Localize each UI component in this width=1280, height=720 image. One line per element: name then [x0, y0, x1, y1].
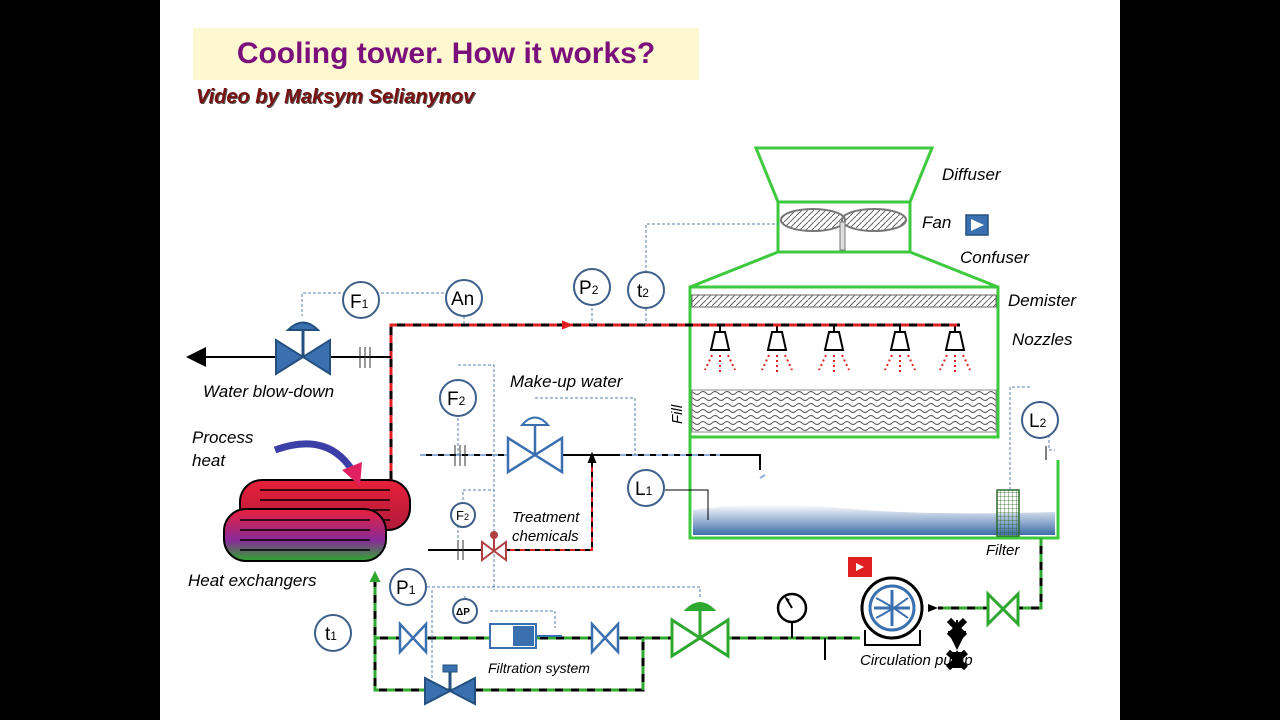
- label-diffuser: Diffuser: [942, 165, 1002, 184]
- drain-valve-2: [946, 617, 968, 639]
- slide: Cooling tower. How it works? Video by Ma…: [160, 0, 1120, 720]
- filter: [996, 489, 1020, 537]
- svg-text:t2: t2: [637, 281, 649, 302]
- page-title: Cooling tower. How it works?: [236, 37, 656, 70]
- confuser: [689, 250, 999, 289]
- pressure-gauge-icon: [776, 592, 808, 638]
- flowmeter-f1: [359, 347, 371, 368]
- instrument-t2: t2: [627, 271, 665, 309]
- cooling-tower-diagram: F1 An P2 t2 F2 F2 L1 L2: [186, 146, 1077, 706]
- svg-text:t1: t1: [325, 624, 337, 645]
- instrument-f1: F1: [342, 281, 380, 319]
- instrument-l2: L2: [1021, 401, 1059, 439]
- label-circulation-pump: Circulation pump: [860, 652, 973, 669]
- signal-lines: [301, 223, 1055, 680]
- cooling-tower: [688, 146, 1060, 540]
- basin-water: [693, 504, 1055, 535]
- circulation-pump-icon: [860, 576, 924, 646]
- label-demister: Demister: [1008, 291, 1077, 310]
- label-nozzles: Nozzles: [1012, 330, 1073, 349]
- fan-icon: [780, 208, 907, 251]
- instrument-t1: t1: [314, 614, 352, 652]
- demister: [691, 294, 997, 308]
- play-icon[interactable]: [965, 214, 989, 236]
- instrument-f2-makeup: F2: [439, 379, 477, 417]
- filtration-unit: [489, 623, 562, 649]
- label-chemicals: chemicals: [512, 528, 579, 545]
- instrument-l1: L1: [627, 469, 665, 507]
- svg-text:F1: F1: [350, 292, 369, 313]
- svg-text:F2: F2: [447, 389, 466, 410]
- label-heat: heat: [192, 451, 226, 470]
- svg-text:ΔP: ΔP: [456, 607, 470, 618]
- svg-text:L1: L1: [635, 479, 653, 500]
- treatment-valve: [481, 531, 507, 562]
- label-fan: Fan: [922, 213, 951, 232]
- fan-housing: [776, 200, 912, 254]
- instrument-f2-treatment: F2: [450, 502, 476, 528]
- label-confuser: Confuser: [960, 248, 1030, 267]
- label-filtration-system: Filtration system: [488, 660, 590, 676]
- label-process: Process: [192, 428, 254, 447]
- valve-pump-suction: [986, 590, 1020, 628]
- valve-filtration-out: [590, 620, 620, 656]
- nozzles: [704, 326, 971, 372]
- flowmeter-f2: [454, 445, 466, 466]
- subtitle: Video by Maksym Selianynov: [196, 86, 475, 108]
- instrument-p2: P2: [573, 268, 611, 306]
- tower-body: [688, 285, 1000, 439]
- instrument-dp: ΔP: [452, 598, 478, 624]
- control-valve-main: [670, 602, 730, 659]
- label-heat-exchangers: Heat exchangers: [188, 571, 317, 590]
- diffuser: [753, 146, 935, 204]
- flowmeter-treatment: [457, 540, 464, 560]
- makeup-valve: [506, 416, 564, 475]
- label-filter: Filter: [986, 542, 1020, 559]
- svg-text:L2: L2: [1029, 411, 1047, 432]
- svg-text:P1: P1: [396, 578, 416, 599]
- bypass-valve: [424, 664, 476, 706]
- video-icon[interactable]: [848, 557, 872, 577]
- instrument-an: An: [445, 279, 483, 317]
- label-makeup-water: Make-up water: [510, 372, 624, 391]
- svg-text:An: An: [451, 289, 474, 310]
- heat-exchangers: [223, 479, 411, 562]
- basin: [688, 437, 1060, 540]
- title-box: Cooling tower. How it works?: [193, 28, 699, 80]
- label-treatment: Treatment: [512, 509, 580, 526]
- process-heat-arrow: [273, 440, 359, 477]
- svg-text:P2: P2: [579, 278, 599, 299]
- fill-media: [691, 389, 997, 433]
- svg-text:F2: F2: [456, 508, 469, 523]
- label-water-blowdown: Water blow-down: [203, 382, 334, 401]
- blowdown-valve: [275, 321, 331, 376]
- instrument-p1: P1: [389, 568, 427, 606]
- valve-t1: [398, 620, 428, 656]
- label-fill: Fill: [669, 404, 686, 424]
